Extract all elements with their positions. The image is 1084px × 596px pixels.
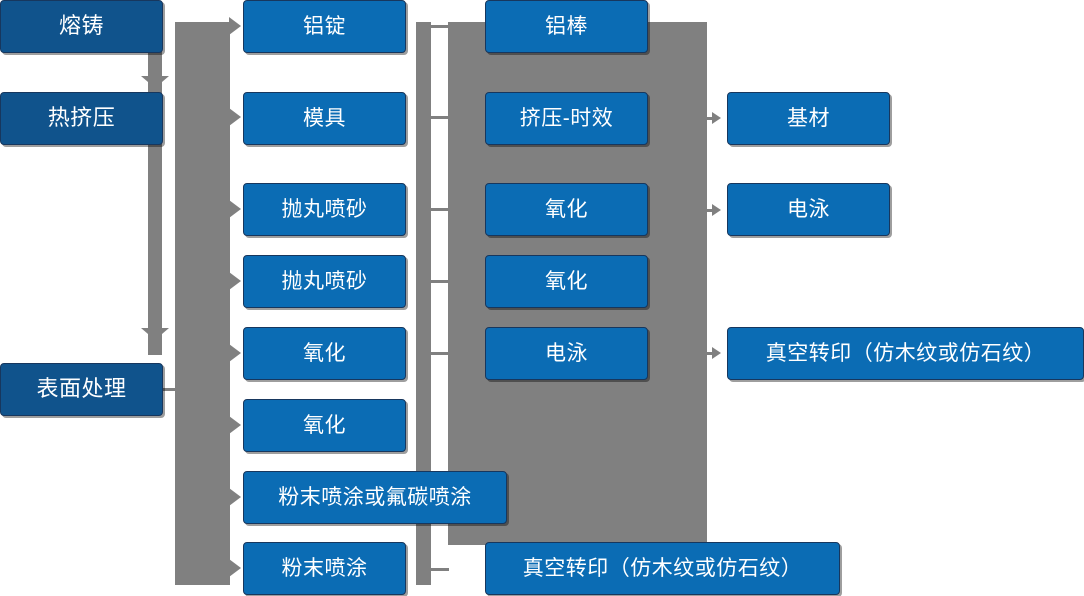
step-box-shot-blasting-1[interactable]: 抛丸喷砂 — [243, 183, 406, 236]
step-label-shot-blasting-1: 抛丸喷砂 — [281, 197, 368, 221]
stage-box-melting[interactable]: 熔铸 — [0, 0, 163, 53]
arrowhead-to-out-1 — [712, 112, 721, 124]
output-label-base-material: 基材 — [787, 106, 830, 130]
output-label-vacuum-transfer-printing: 真空转印（仿木纹或仿石纹） — [765, 341, 1046, 365]
stage-box-surface-treatment[interactable]: 表面处理 — [0, 363, 163, 416]
arrowhead-to-step-3 — [229, 200, 241, 218]
step-box-powder-or-fluorocarbon-coating[interactable]: 粉末喷涂或氟碳喷涂 — [243, 471, 507, 524]
connector-stub-melting-to-extrusion — [148, 44, 162, 104]
stage-label-surface-treatment: 表面处理 — [36, 376, 127, 402]
step-label-powder-coating: 粉末喷涂 — [281, 556, 368, 580]
arrowhead-to-step-1 — [229, 17, 241, 35]
process-box-oxidation-2[interactable]: 氧化 — [485, 255, 648, 308]
connector-stub-extrusion-to-surface — [148, 140, 162, 355]
process-label-extrusion-aging: 挤压-时效 — [519, 106, 614, 130]
step-label-shot-blasting-2: 抛丸喷砂 — [281, 269, 368, 293]
arrowhead-to-step-6 — [229, 416, 241, 434]
process-box-vacuum-transfer-printing[interactable]: 真空转印（仿木纹或仿石纹） — [485, 542, 840, 595]
process-label-oxidation-1: 氧化 — [545, 197, 588, 221]
step-label-aluminum-ingot: 铝锭 — [303, 14, 346, 38]
step-label-powder-or-fluorocarbon-coating: 粉末喷涂或氟碳喷涂 — [278, 485, 472, 509]
output-box-electrophoresis[interactable]: 电泳 — [727, 183, 890, 236]
step-box-mold[interactable]: 模具 — [243, 92, 406, 145]
process-box-extrusion-aging[interactable]: 挤压-时效 — [485, 92, 648, 145]
output-box-vacuum-transfer-printing[interactable]: 真空转印（仿木纹或仿石纹） — [727, 327, 1084, 380]
stage-label-hot-extrusion: 热挤压 — [47, 105, 116, 131]
connector-tick-5 — [431, 352, 449, 355]
connector-tick-1 — [431, 25, 449, 28]
process-box-oxidation-1[interactable]: 氧化 — [485, 183, 648, 236]
process-box-aluminum-bar[interactable]: 铝棒 — [485, 0, 648, 53]
process-label-vacuum-transfer-printing: 真空转印（仿木纹或仿石纹） — [522, 556, 803, 580]
stage-box-hot-extrusion[interactable]: 热挤压 — [0, 92, 163, 145]
output-label-electrophoresis: 电泳 — [787, 197, 830, 221]
step-label-oxidation-1: 氧化 — [303, 341, 346, 365]
connector-tick-6 — [431, 568, 449, 571]
step-box-aluminum-ingot[interactable]: 铝锭 — [243, 0, 406, 53]
connector-tick-2 — [431, 116, 449, 119]
step-label-oxidation-2: 氧化 — [303, 413, 346, 437]
process-label-aluminum-bar: 铝棒 — [545, 14, 588, 38]
arrowhead-down-to-surface — [141, 328, 169, 340]
arrowhead-to-step-7 — [229, 488, 241, 506]
process-box-electrophoresis[interactable]: 电泳 — [485, 327, 648, 380]
arrowhead-to-step-8 — [229, 559, 241, 577]
connector-tick-4 — [431, 280, 449, 283]
stage-label-melting: 熔铸 — [58, 13, 104, 39]
arrowhead-down-to-extrusion — [141, 76, 169, 88]
step-box-oxidation-2[interactable]: 氧化 — [243, 399, 406, 452]
arrowhead-to-step-2 — [229, 108, 241, 126]
connector-band-stage-to-inputs — [175, 22, 230, 585]
arrowhead-to-step-5 — [229, 344, 241, 362]
connector-band-inputs-to-processes — [416, 22, 431, 585]
arrowhead-to-out-2 — [712, 204, 721, 216]
step-label-mold: 模具 — [303, 106, 346, 130]
process-label-electrophoresis: 电泳 — [545, 341, 588, 365]
connector-tick-3 — [431, 208, 449, 211]
step-box-oxidation-1[interactable]: 氧化 — [243, 327, 406, 380]
arrowhead-to-step-4 — [229, 272, 241, 290]
connector-surface-to-band — [160, 388, 182, 391]
process-label-oxidation-2: 氧化 — [545, 269, 588, 293]
output-box-base-material[interactable]: 基材 — [727, 92, 890, 145]
step-box-shot-blasting-2[interactable]: 抛丸喷砂 — [243, 255, 406, 308]
arrowhead-to-out-3 — [712, 347, 721, 359]
step-box-powder-coating[interactable]: 粉末喷涂 — [243, 542, 406, 595]
